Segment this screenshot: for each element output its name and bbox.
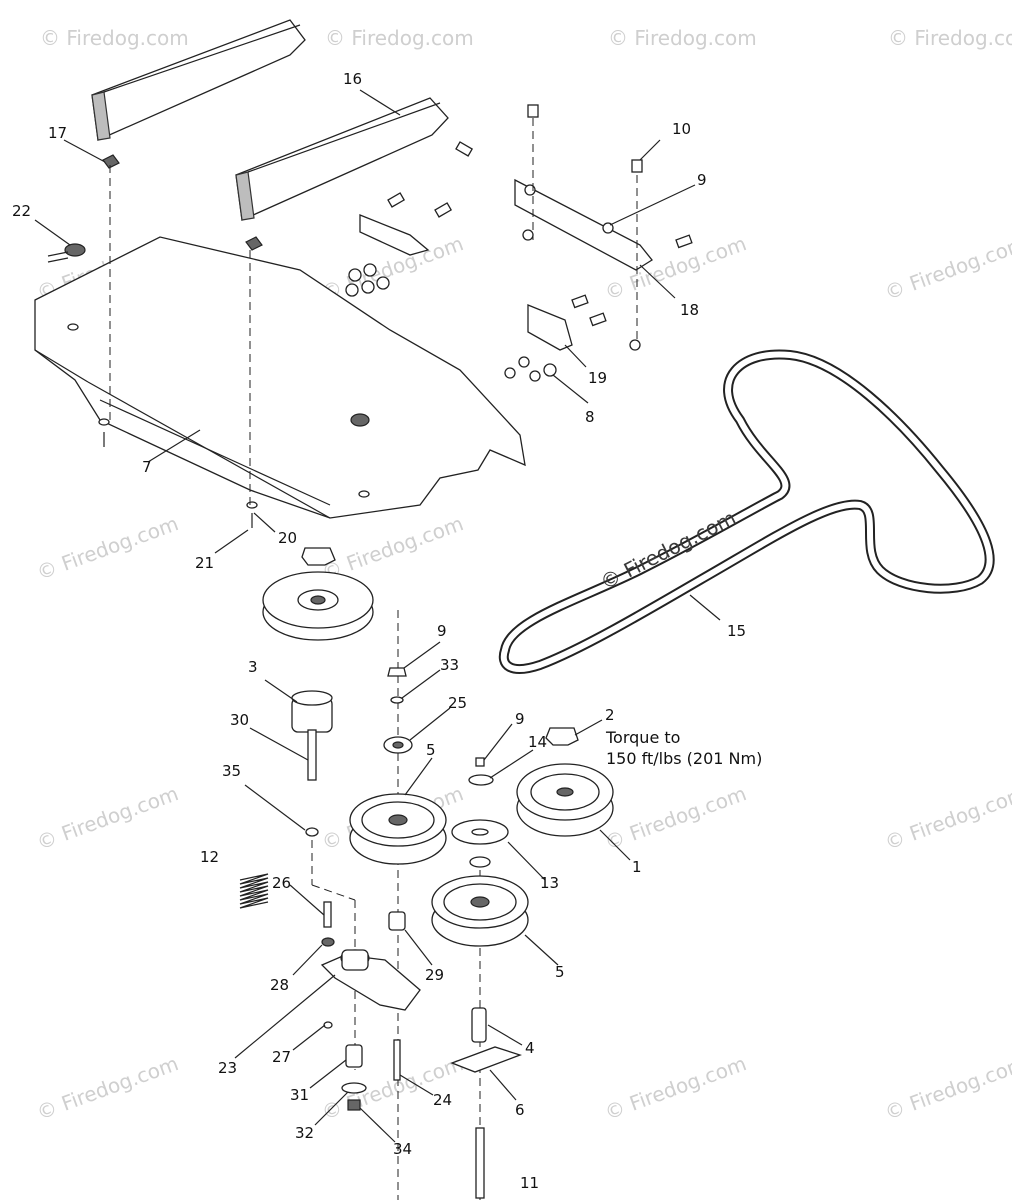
knob: [350, 413, 370, 427]
pulley-top: [262, 547, 374, 641]
belt-watermark: © Firedog.com: [596, 506, 739, 595]
small-parts: [47, 154, 370, 528]
callout-10: 10: [672, 120, 691, 138]
watermark: © Firedog.com: [882, 781, 1012, 854]
callout-30: 30: [230, 711, 249, 729]
cover-left: [91, 19, 306, 141]
watermark: © Firedog.com: [882, 1051, 1012, 1124]
watermark: © Firedog.com: [34, 1051, 182, 1124]
deck-plate: [34, 236, 526, 519]
callout-32: 32: [295, 1124, 314, 1142]
callout-4: 4: [525, 1039, 535, 1057]
callout-2: 2: [605, 706, 615, 724]
callout-21: 21: [195, 554, 214, 572]
callout-18: 18: [680, 301, 699, 319]
callout-27: 27: [272, 1048, 291, 1066]
callout-29: 29: [425, 966, 444, 984]
lower-assembly: [239, 667, 614, 1199]
torque-line-2: 150 ft/lbs (201 Nm): [606, 749, 762, 768]
callout-5: 5: [426, 741, 436, 759]
leader-lines: [34, 89, 721, 1143]
callout-1: 1: [632, 858, 642, 876]
callout-3: 3: [248, 658, 258, 676]
callout-17: 17: [48, 124, 67, 142]
bracket-19: [527, 304, 573, 351]
callout-9c: 9: [515, 710, 525, 728]
callout-25: 25: [448, 694, 467, 712]
callout-6: 6: [515, 1101, 525, 1119]
callout-31: 31: [290, 1086, 309, 1104]
callout-28: 28: [270, 976, 289, 994]
watermark: © Firedog.com: [325, 26, 474, 50]
callout-9: 9: [697, 171, 707, 189]
bracket-left: [359, 214, 430, 256]
watermark: © Firedog.com: [888, 26, 1012, 50]
watermark: © Firedog.com: [882, 231, 1012, 304]
watermark: © Firedog.com: [40, 26, 189, 50]
watermark: © Firedog.com: [34, 781, 182, 854]
callout-26: 26: [272, 874, 291, 892]
callout-7: 7: [142, 458, 152, 476]
callout-35: 35: [222, 762, 241, 780]
watermark: © Firedog.com: [319, 1051, 467, 1124]
watermark: © Firedog.com: [34, 511, 182, 584]
callout-33: 33: [440, 656, 459, 674]
callout-11: 11: [520, 1174, 539, 1192]
watermark: © Firedog.com: [608, 26, 757, 50]
callout-13: 13: [540, 874, 559, 892]
callout-19: 19: [588, 369, 607, 387]
nut: [301, 547, 336, 566]
belt: © Firedog.com: [498, 349, 995, 674]
callout-16: 16: [343, 70, 362, 88]
nut-2: [545, 727, 579, 746]
clip: [245, 236, 263, 251]
knob-22: [64, 243, 86, 257]
callout-15: 15: [727, 622, 746, 640]
cover-right: [235, 97, 449, 221]
callout-22: 22: [12, 202, 31, 220]
bracket-18: [514, 178, 653, 271]
brackets: [345, 104, 693, 382]
callout-9b: 9: [437, 622, 447, 640]
callouts: 17 22 16 10 9 18 19 8 7 21 20 15 9 33 25…: [12, 70, 762, 1192]
callout-24: 24: [433, 1091, 452, 1109]
watermark: © Firedog.com: [319, 511, 467, 584]
torque-line-1: Torque to: [605, 728, 680, 747]
callout-8: 8: [585, 408, 595, 426]
callout-14: 14: [528, 733, 547, 751]
callout-34: 34: [393, 1140, 412, 1158]
callout-23: 23: [218, 1059, 237, 1077]
clip-17: [102, 154, 120, 169]
callout-5b: 5: [555, 963, 565, 981]
watermark: © Firedog.com: [602, 1051, 750, 1124]
callout-20: 20: [278, 529, 297, 547]
callout-12: 12: [200, 848, 219, 866]
watermark: © Firedog.com: [602, 781, 750, 854]
